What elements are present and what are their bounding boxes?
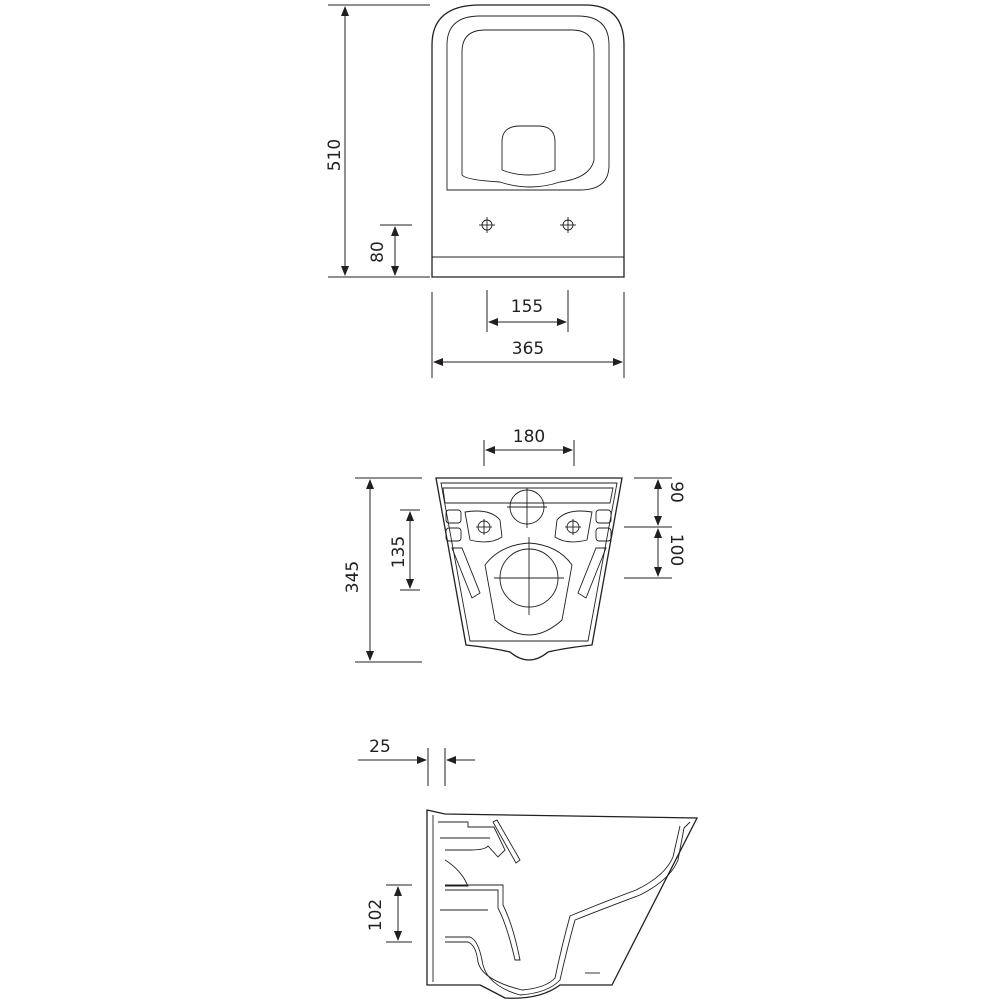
- dim-label-345: 345: [343, 561, 363, 593]
- rear-fixing-left: [476, 519, 492, 535]
- dim-label-365: 365: [512, 339, 544, 359]
- rear-view: 180 345 135 90 100: [343, 427, 686, 663]
- dim-label-155: 155: [511, 297, 543, 317]
- fixing-hole-left: [479, 217, 495, 233]
- dim-label-25: 25: [369, 737, 391, 757]
- side-view-outline: [426, 809, 699, 999]
- dim-label-102: 102: [366, 899, 386, 931]
- top-view-outline: [431, 4, 625, 278]
- dim-label-90: 90: [666, 481, 686, 503]
- rear-fixing-right: [565, 519, 581, 535]
- bowl-outline: [484, 542, 573, 636]
- dim-label-180: 180: [513, 427, 545, 447]
- side-view: 25 102: [358, 737, 699, 999]
- bowl-opening: [461, 29, 595, 188]
- seat-outline: [446, 15, 610, 191]
- fixing-hole-right: [560, 217, 576, 233]
- dim-label-80: 80: [368, 241, 388, 263]
- dim-label-510: 510: [325, 139, 345, 171]
- top-view: 510 80 155 365: [325, 4, 625, 378]
- dim-label-135: 135: [389, 536, 409, 568]
- outlet-hole: [501, 125, 556, 176]
- rear-view-outline: [435, 477, 623, 661]
- dim-label-100: 100: [666, 534, 686, 566]
